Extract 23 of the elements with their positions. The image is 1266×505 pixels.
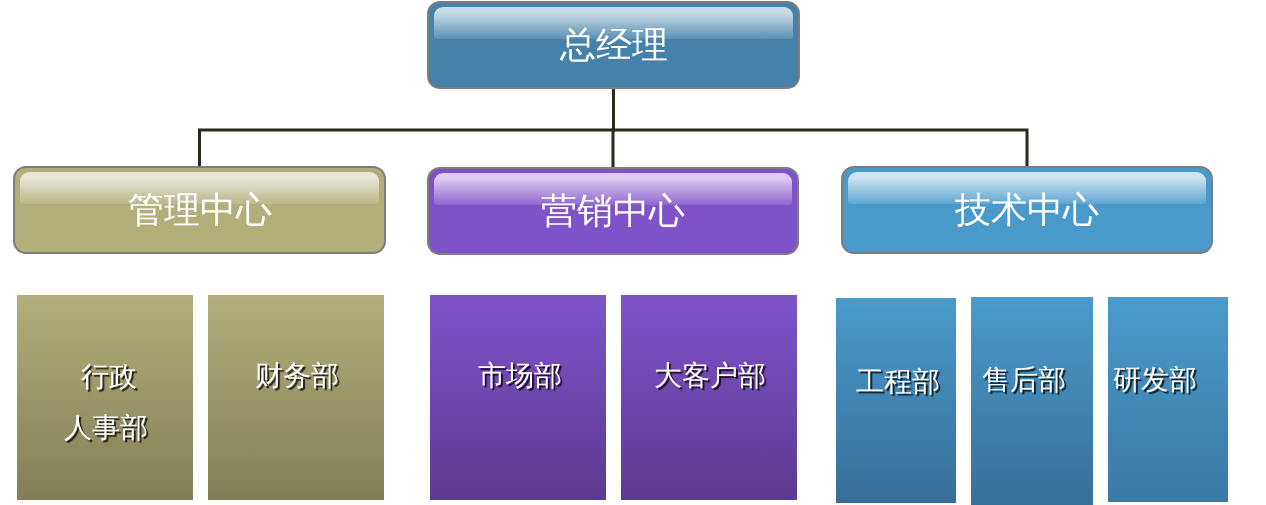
box-label: 营销中心 [541,192,685,232]
box-label: 市场部 [478,359,562,393]
department-box [430,295,606,500]
department-box [621,295,797,500]
box-label: 技术中心 [955,191,1099,231]
box-label: 总经理 [559,26,668,66]
box-label: 财务部 [255,359,339,393]
department-box [208,295,384,500]
box-label: 售后部 [982,363,1066,397]
box-label: 研发部 [1113,363,1197,397]
department-box [971,297,1093,505]
rounded-box [427,1,800,89]
department-box [1108,297,1228,502]
rounded-box [841,166,1213,254]
box-label: 工程部 [856,365,940,399]
department-box [836,298,956,503]
rounded-box [427,167,799,255]
box-label: 管理中心 [127,191,272,231]
box-label: 大客户部 [654,359,766,393]
rounded-box [13,166,386,254]
department-box [17,295,193,500]
connector-line [612,89,1029,166]
box-label: 行政人事部 [63,360,149,445]
